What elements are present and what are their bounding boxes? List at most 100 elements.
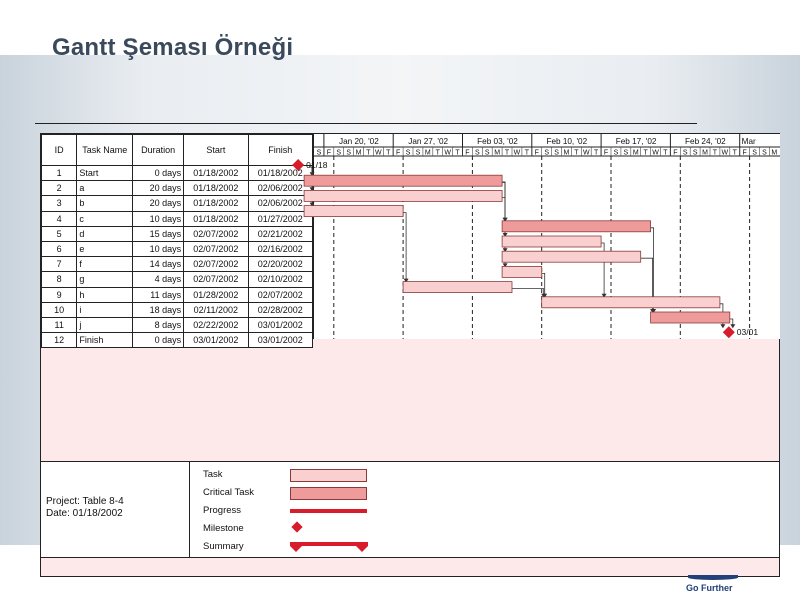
day-letter: S [336, 150, 341, 157]
dependency-link [403, 212, 407, 282]
day-letter: T [505, 150, 510, 157]
week-label: Feb 10, '02 [546, 137, 587, 146]
task-finish-cell: 01/27/2002 [247, 210, 314, 227]
task-bar [650, 311, 731, 324]
header-duration[interactable]: Duration [132, 134, 185, 166]
day-letter: W [583, 150, 590, 157]
legend-task-swatch [290, 469, 367, 482]
day-letter: M [564, 150, 570, 157]
task-duration-cell: 4 days [132, 271, 185, 288]
task-start-cell: 01/18/2002 [183, 164, 249, 182]
day-letter: M [494, 150, 500, 157]
day-letter: F [535, 150, 539, 157]
day-letter: T [436, 150, 441, 157]
legend-progress-swatch [290, 509, 367, 513]
task-name-cell: i [76, 301, 134, 318]
task-id-cell: 11 [40, 316, 78, 334]
project-date: Date: 01/18/2002 [46, 508, 123, 519]
day-letter: S [554, 150, 559, 157]
dependency-arrow [720, 324, 726, 329]
task-duration-cell: 14 days [132, 256, 185, 273]
task-duration-cell: 20 days [132, 180, 185, 197]
day-letter: S [683, 150, 688, 157]
task-duration-cell: 0 days [132, 332, 185, 349]
task-bar [303, 190, 503, 202]
legend-milestone-swatch [291, 521, 303, 533]
task-duration-cell: 18 days [132, 301, 185, 318]
dependency-link [601, 242, 605, 297]
legend-divider [189, 462, 190, 557]
milestone-label: 01/18 [306, 160, 328, 170]
project-name: Project: Table 8-4 [46, 496, 124, 507]
task-duration-cell: 11 days [132, 286, 185, 303]
day-letter: S [762, 150, 767, 157]
header-start[interactable]: Start [183, 134, 249, 166]
dependency-link [541, 272, 546, 297]
task-finish-cell: 03/01/2002 [247, 332, 314, 349]
header-id[interactable]: ID [40, 134, 78, 166]
dependency-arrow [309, 202, 315, 207]
day-letter: T [644, 150, 649, 157]
task-duration-cell: 15 days [132, 225, 185, 242]
legend-critical-label: Critical Task [203, 487, 255, 498]
task-id-cell: 1 [40, 164, 78, 182]
task-finish-cell: 02/10/2002 [247, 271, 314, 288]
day-letter: T [525, 150, 530, 157]
task-name-cell: j [76, 316, 134, 334]
task-start-cell: 02/11/2002 [183, 301, 249, 318]
task-id-cell: 3 [40, 195, 78, 212]
logo-text: Go Further [686, 583, 733, 593]
legend-summary-label: Summary [203, 541, 244, 552]
task-id-cell: 4 [40, 210, 78, 227]
task-bar [501, 250, 642, 263]
week-label: Mar [742, 137, 756, 146]
day-letter: W [444, 150, 451, 157]
task-bar [541, 296, 721, 309]
task-name-cell: d [76, 225, 134, 242]
day-letter: T [733, 150, 738, 157]
task-name-cell: c [76, 210, 134, 227]
task-start-cell: 01/18/2002 [183, 195, 249, 212]
task-start-cell: 03/01/2002 [183, 332, 249, 349]
day-letter: S [475, 150, 480, 157]
week-label: Jan 20, '02 [339, 137, 379, 146]
day-letter: S [624, 150, 629, 157]
day-letter: M [425, 150, 431, 157]
week-label: Feb 24, '02 [685, 137, 726, 146]
header-task-name[interactable]: Task Name [76, 134, 134, 166]
task-finish-cell: 01/18/2002 [247, 164, 314, 182]
dependency-arrow [502, 217, 508, 222]
day-letter: M [771, 150, 777, 157]
dependency-arrow [601, 293, 607, 298]
logo-arc [688, 575, 738, 580]
task-start-cell: 02/07/2002 [183, 240, 249, 258]
task-start-cell: 02/22/2002 [183, 316, 249, 334]
day-letter: S [614, 150, 619, 157]
day-letter: M [633, 150, 639, 157]
task-id-cell: 8 [40, 271, 78, 288]
header-finish[interactable]: Finish [247, 134, 314, 166]
task-bar [303, 205, 404, 217]
dependency-link [502, 197, 506, 221]
day-letter: M [356, 150, 362, 157]
page-title: Gantt Şeması Örneği [52, 34, 294, 61]
project-info: Project: Table 8-4 Date: 01/18/2002 [46, 496, 124, 520]
task-finish-cell: 03/01/2002 [247, 316, 314, 334]
task-name-cell: a [76, 180, 134, 197]
task-bar [501, 265, 543, 278]
